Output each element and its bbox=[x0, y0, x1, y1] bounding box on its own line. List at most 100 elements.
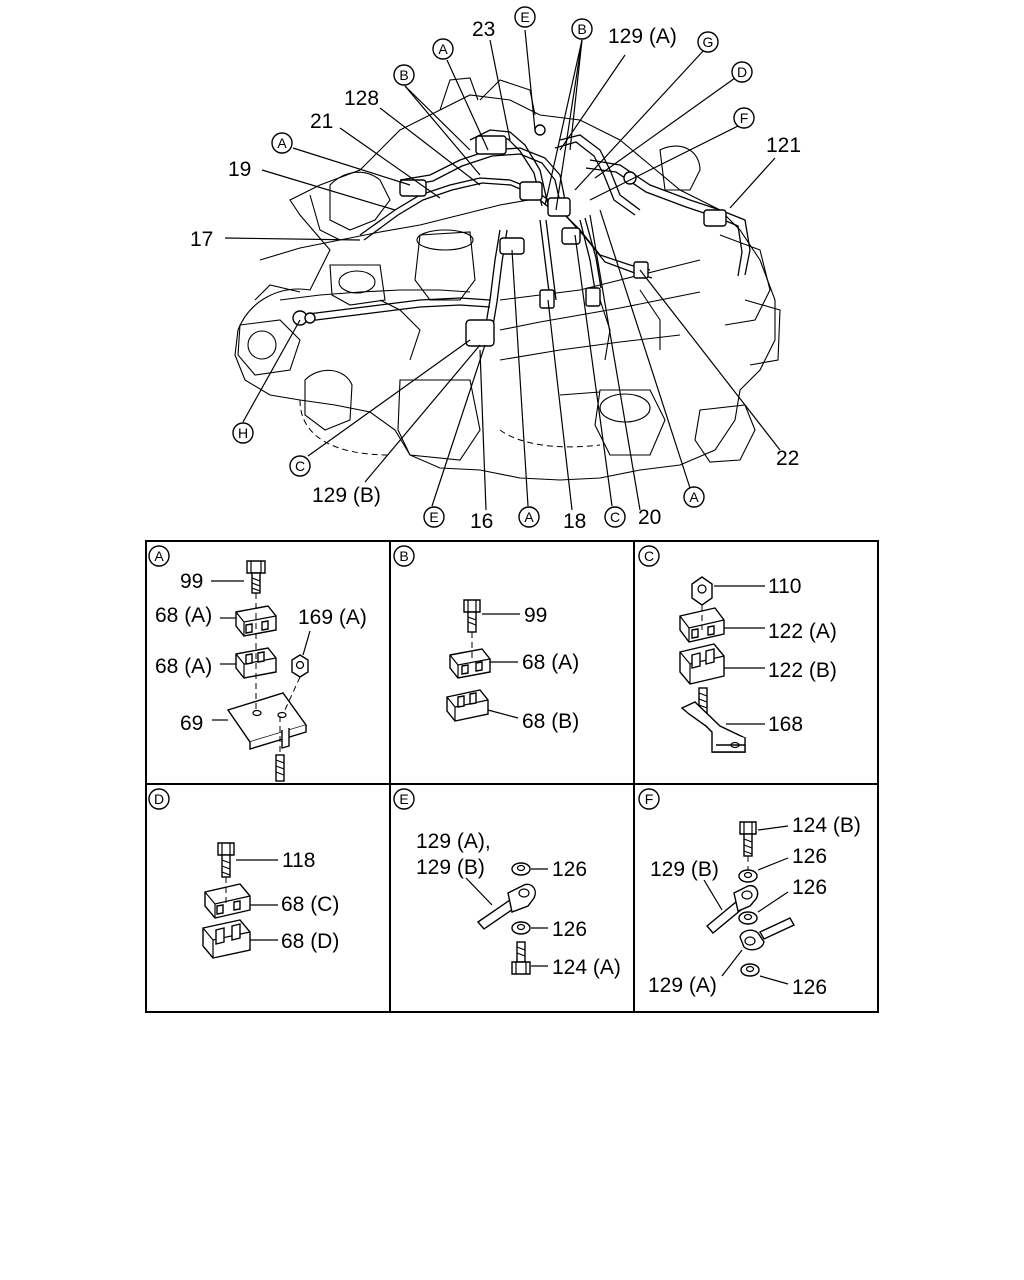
svg-text:B: B bbox=[399, 67, 408, 83]
bolt-icon bbox=[217, 842, 235, 878]
eye-fitting-icon bbox=[739, 917, 795, 951]
eye-bolt-icon bbox=[739, 821, 757, 857]
clamp-icon bbox=[679, 643, 725, 685]
clamp-icon bbox=[449, 648, 491, 679]
panel-letter-A: A bbox=[148, 545, 170, 567]
svg-text:B: B bbox=[577, 21, 586, 37]
panel-E-washer-bottom-label: 126 bbox=[552, 918, 587, 941]
panel-F-washer-3-label: 126 bbox=[792, 976, 827, 999]
panel-letter-D: D bbox=[148, 788, 170, 810]
panel-C-clamp-bottom-label: 122 (B) bbox=[768, 659, 837, 682]
svg-text:C: C bbox=[295, 458, 305, 474]
callout-21: 21 bbox=[310, 110, 333, 133]
clamp-icon bbox=[204, 883, 251, 919]
marker-B-top: B bbox=[571, 18, 593, 40]
panel-letter-B: B bbox=[393, 545, 415, 567]
svg-text:E: E bbox=[399, 791, 408, 807]
eye-fitting-icon bbox=[706, 885, 759, 934]
main-callouts: 23 129 (A) 128 21 19 17 121 22 129 (B) 1… bbox=[190, 18, 801, 533]
marker-A-bottom-right: A bbox=[683, 486, 705, 508]
panel-C-clamp-top-label: 122 (A) bbox=[768, 620, 837, 643]
panel-F-washer-2-label: 126 bbox=[792, 876, 827, 899]
svg-text:A: A bbox=[438, 41, 448, 57]
leader-lines bbox=[224, 29, 781, 511]
detail-panel-C: C 110 122 (A) 122 (B) bbox=[638, 545, 837, 753]
svg-text:C: C bbox=[610, 509, 620, 525]
svg-text:E: E bbox=[520, 9, 529, 25]
bolt-icon bbox=[246, 560, 266, 594]
marker-F: F bbox=[733, 107, 755, 129]
panel-D-clamp-top-label: 68 (C) bbox=[281, 893, 339, 916]
panel-A-bracket-label: 69 bbox=[180, 712, 203, 735]
callout-129a: 129 (A) bbox=[608, 25, 677, 48]
stud-icon bbox=[275, 754, 285, 782]
marker-E-bottom: E bbox=[423, 506, 445, 528]
panel-E-washer-top-label: 126 bbox=[552, 858, 587, 881]
svg-text:F: F bbox=[740, 110, 749, 126]
panel-F-washer-1-label: 126 bbox=[792, 845, 827, 868]
detail-panel-F: F 124 (B) 126 129 (B) 126 bbox=[638, 788, 861, 999]
callout-22: 22 bbox=[776, 447, 799, 470]
marker-C-bottom: C bbox=[604, 506, 626, 528]
callout-129b: 129 (B) bbox=[312, 484, 381, 507]
eye-bolt-icon bbox=[511, 941, 531, 975]
bracket-icon bbox=[680, 701, 747, 753]
panel-C-nut-label: 110 bbox=[768, 575, 801, 598]
main-letter-markers: E B A G B D F A H C A E A C bbox=[232, 6, 755, 528]
washer-icon bbox=[740, 963, 760, 977]
panel-D-clamp-bottom-label: 68 (D) bbox=[281, 930, 339, 953]
callout-121: 121 bbox=[766, 134, 801, 157]
nut-icon bbox=[291, 654, 309, 678]
panel-letter-F: F bbox=[638, 788, 660, 810]
svg-text:C: C bbox=[644, 548, 654, 564]
panel-A-clamp-bottom-label: 68 (A) bbox=[155, 655, 212, 678]
marker-A-left: A bbox=[271, 132, 293, 154]
detail-panel-A: A 99 68 (A) bbox=[148, 545, 367, 782]
panel-letter-C: C bbox=[638, 545, 660, 567]
svg-text:E: E bbox=[429, 509, 438, 525]
injection-pipes bbox=[292, 124, 751, 347]
bracket-icon bbox=[226, 692, 308, 750]
engine-illustration bbox=[234, 77, 781, 481]
callout-19: 19 bbox=[228, 158, 251, 181]
panel-A-nut-label: 169 (A) bbox=[298, 606, 367, 629]
panel-E-eye-bolt-label: 124 (A) bbox=[552, 956, 621, 979]
panel-F-pipe-a-label: 129 (A) bbox=[648, 974, 717, 997]
panel-C-bracket-label: 168 bbox=[768, 713, 803, 736]
panel-F-pipe-b-label: 129 (B) bbox=[650, 858, 719, 881]
svg-text:D: D bbox=[737, 64, 747, 80]
nut-icon bbox=[691, 576, 713, 606]
panel-B-clamp-top-label: 68 (A) bbox=[522, 651, 579, 674]
detail-panel-E: E 129 (A), 129 (B) 126 126 12 bbox=[393, 788, 621, 979]
panel-A-bolt-label: 99 bbox=[180, 570, 203, 593]
detail-grid bbox=[145, 540, 879, 1013]
eye-fitting-icon bbox=[476, 883, 536, 930]
marker-B-left: B bbox=[393, 64, 415, 86]
svg-text:D: D bbox=[154, 791, 164, 807]
bolt-icon bbox=[463, 599, 481, 633]
panel-D-bolt-label: 118 bbox=[282, 849, 315, 872]
panel-letter-E: E bbox=[393, 788, 415, 810]
marker-A-bottom: A bbox=[518, 506, 540, 528]
svg-text:B: B bbox=[399, 548, 408, 564]
clamp-icon bbox=[202, 919, 251, 959]
svg-text:H: H bbox=[238, 425, 248, 441]
marker-E-top: E bbox=[514, 6, 536, 28]
callout-20: 20 bbox=[638, 506, 661, 529]
svg-text:G: G bbox=[703, 34, 714, 50]
marker-H: H bbox=[232, 422, 254, 444]
panel-E-pipe-label-2: 129 (B) bbox=[416, 856, 485, 879]
svg-text:A: A bbox=[154, 548, 164, 564]
washer-icon bbox=[738, 869, 758, 883]
washer-icon bbox=[738, 911, 758, 925]
washer-icon bbox=[511, 862, 531, 876]
panel-E-pipe-label-1: 129 (A), bbox=[416, 830, 491, 853]
clamp-icon bbox=[235, 605, 277, 637]
panel-B-clamp-bottom-label: 68 (B) bbox=[522, 710, 579, 733]
svg-text:A: A bbox=[689, 489, 699, 505]
svg-text:F: F bbox=[645, 791, 654, 807]
marker-A-top: A bbox=[432, 38, 454, 60]
marker-D: D bbox=[731, 61, 753, 83]
detail-panel-D: D 118 68 (C) 68 (D) bbox=[148, 788, 339, 959]
